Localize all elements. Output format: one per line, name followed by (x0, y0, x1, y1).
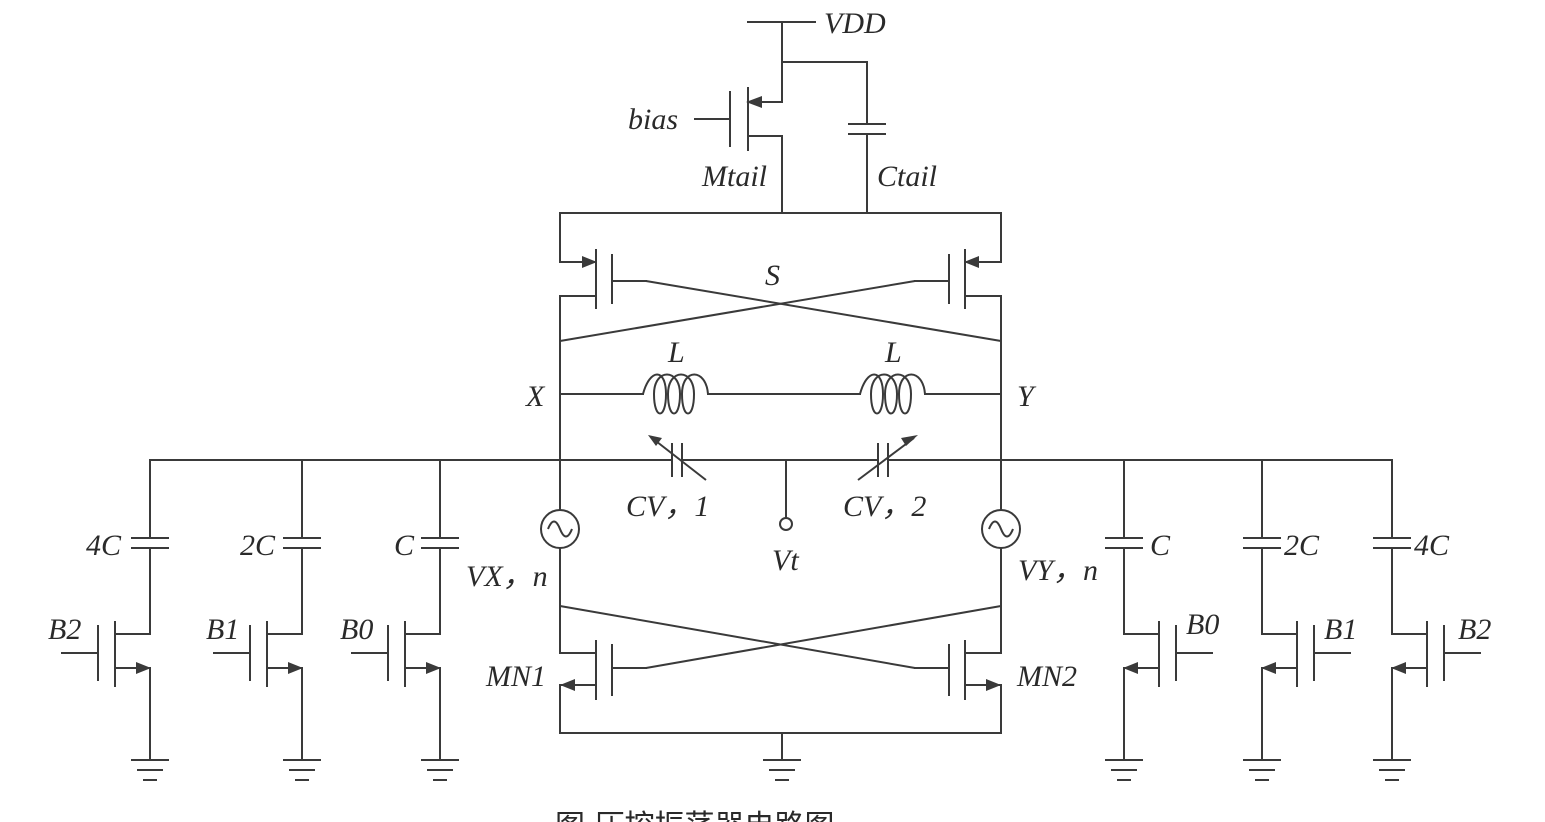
label-switch-right-b2: B2 (1458, 613, 1491, 646)
ctail-capacitor (848, 61, 886, 214)
label-bias: bias (628, 103, 678, 136)
cap-bank-left-2c (213, 459, 321, 781)
label-cap-left-c: C (394, 529, 415, 562)
label-inductor-right: L (884, 336, 902, 369)
label-cap-right-4c: 4C (1414, 529, 1450, 562)
varactor-cv1 (648, 435, 707, 481)
center-ground (559, 732, 1002, 781)
label-switch-left-b1: B1 (206, 613, 239, 646)
label-cv1: CV，1 (626, 490, 709, 523)
nmos-mn1 (559, 640, 647, 734)
label-cv2: CV，2 (843, 490, 926, 523)
label-mtail: Mtail (701, 160, 767, 193)
label-switch-right-b1: B1 (1324, 613, 1357, 646)
vt-terminal (779, 459, 793, 531)
varactor-cv2 (857, 435, 918, 481)
nmos-mn2 (914, 640, 1002, 734)
label-switch-right-b0: B0 (1186, 608, 1219, 641)
inductor-right (707, 373, 1002, 415)
noise-source-vx (540, 459, 580, 654)
label-ctail: Ctail (877, 160, 937, 193)
cap-bank-right-4c (1373, 459, 1481, 781)
label-mn1: MN1 (485, 660, 546, 693)
mtail-transistor (694, 61, 868, 214)
cap-bank-right-2c (1243, 459, 1351, 781)
label-switch-left-b2: B2 (48, 613, 81, 646)
label-node-y: Y (1017, 380, 1037, 413)
pmos-right (914, 212, 1002, 461)
nmos-cross-wires (559, 605, 1002, 669)
label-cap-left-2c: 2C (240, 529, 276, 562)
label-s: S (765, 259, 780, 292)
label-node-x: X (525, 380, 546, 413)
label-switch-left-b0: B0 (340, 613, 373, 646)
label-cap-right-c: C (1150, 529, 1171, 562)
label-vt: Vt (772, 544, 799, 577)
pmos-left (559, 212, 647, 461)
label-cap-left-4c: 4C (86, 529, 122, 562)
label-mn2: MN2 (1016, 660, 1077, 693)
cap-bank-right-c (1105, 459, 1213, 781)
inductor-left (559, 373, 709, 415)
noise-source-vy (981, 459, 1021, 654)
pmos-cross-wires (559, 280, 1002, 342)
label-vdd: VDD (824, 7, 886, 40)
figure-caption: 图 压控振荡器电路图 (555, 809, 835, 822)
cap-bank-left-4c (61, 459, 169, 781)
label-vxn: VX，n (466, 560, 548, 593)
cap-bank-left-c (351, 459, 459, 781)
label-cap-right-2c: 2C (1284, 529, 1320, 562)
label-inductor-left: L (667, 336, 685, 369)
label-vyn: VY，n (1018, 554, 1098, 587)
